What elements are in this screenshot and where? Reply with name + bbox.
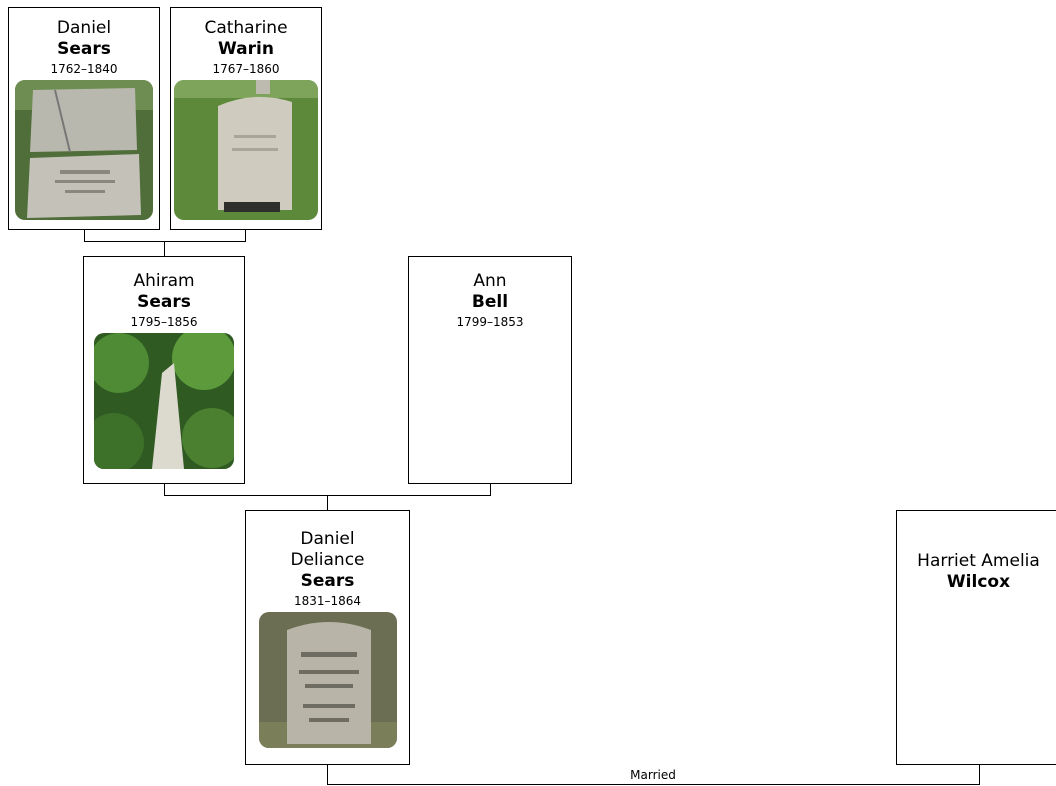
surname: Sears	[57, 39, 111, 59]
given-name-line1: Daniel	[300, 529, 355, 549]
parent-connector-right	[490, 484, 491, 496]
surname: Sears	[300, 571, 355, 591]
given-name: Daniel	[56, 18, 112, 38]
surname: Wilcox	[946, 572, 1011, 592]
marriage-connector-right	[979, 765, 980, 785]
parent-connector-horizontal	[84, 241, 246, 242]
person-card-ahiram-sears[interactable]: Ahiram Sears 1795–1856	[83, 256, 245, 484]
parent-connector-left	[84, 230, 85, 242]
person-card-daniel-sears[interactable]: Daniel Sears 1762–1840	[8, 7, 160, 230]
given-name: Ann	[473, 271, 507, 291]
given-name: Ahiram	[133, 271, 195, 291]
married-label: Married	[630, 768, 676, 782]
given-name: Catharine	[204, 18, 288, 38]
person-card-daniel-deliance-sears[interactable]: Daniel Deliance Sears 1831–1864	[245, 510, 410, 765]
person-card-ann-bell[interactable]: Ann Bell 1799–1853	[408, 256, 572, 484]
gravestone-photo[interactable]	[174, 80, 318, 220]
person-card-harriet-wilcox[interactable]: Harriet Amelia Wilcox	[896, 510, 1056, 765]
child-connector	[327, 495, 328, 510]
life-dates: 1762–1840	[50, 62, 118, 76]
parent-connector-left	[164, 484, 165, 496]
given-name-line2: Deliance	[290, 550, 365, 570]
gravestone-photo[interactable]	[94, 333, 234, 469]
gravestone-photo[interactable]	[258, 612, 397, 748]
life-dates: 1799–1853	[456, 315, 524, 329]
marriage-connector-left	[327, 765, 328, 785]
surname: Bell	[471, 292, 509, 312]
surname: Sears	[137, 292, 191, 312]
life-dates: 1831–1864	[293, 594, 362, 608]
gravestone-photo[interactable]	[15, 80, 153, 220]
life-dates: 1767–1860	[212, 62, 280, 76]
parent-connector-right	[245, 230, 246, 242]
surname: Warin	[218, 39, 274, 59]
life-dates: 1795–1856	[130, 315, 198, 329]
marriage-connector-horizontal	[327, 784, 980, 785]
person-card-catharine-warin[interactable]: Catharine Warin 1767–1860	[170, 7, 322, 230]
child-connector	[164, 241, 165, 256]
given-name: Harriet Amelia	[917, 551, 1040, 571]
